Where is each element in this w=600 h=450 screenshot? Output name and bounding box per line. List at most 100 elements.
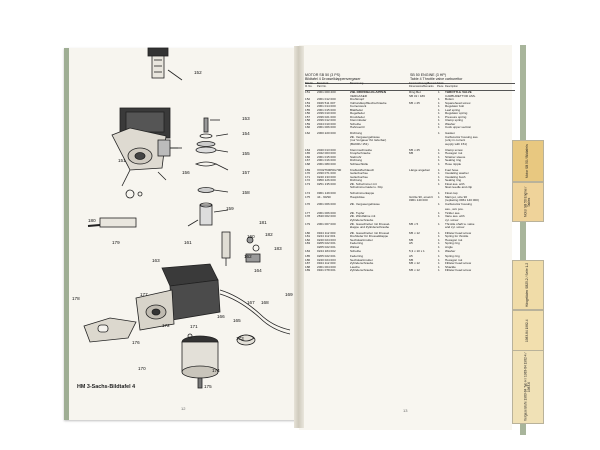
part-label: 179 xyxy=(112,240,120,245)
throttle-shaft-part xyxy=(87,189,143,228)
table-cell-de: Kraftstoffschlauch xyxy=(350,168,375,172)
table-cell-en: Tickler ass. xyxy=(445,211,461,215)
table-cell-de: Drehknopf xyxy=(350,98,365,102)
header-english-line1: SB 50 ENGINE (3 HP) xyxy=(410,73,446,77)
table-cell-no: 166 xyxy=(305,155,311,159)
table-cell-part: 2044 010 000 xyxy=(317,122,336,126)
table-cell-part: 0251 135 000 xyxy=(317,182,336,186)
table-cell-no: 154 xyxy=(305,105,311,109)
table-cell-qty: 1 xyxy=(438,269,440,273)
float-bowl-part xyxy=(181,333,256,379)
part-label: 159 xyxy=(226,206,234,211)
table-cell-remark: Ring Bel. xyxy=(409,91,422,94)
table-cell-en: Float ass. with xyxy=(445,182,465,186)
lower-housing-part xyxy=(135,263,291,335)
table-cell-qty: 1 xyxy=(438,172,440,176)
table-cell-part: 2061 015 000 xyxy=(317,155,336,159)
table-cell-en: Insulating bush xyxy=(445,175,466,179)
table-cell-en: ass., w/o pos. xyxy=(445,208,464,212)
header-german: MOTOR SB 50 (3 PS) Bildtafel 4 Drosselkl… xyxy=(305,73,361,81)
index-tab[interactable]: 1983-84 1982-4 xyxy=(512,310,544,352)
table-cell-no: 184 xyxy=(305,249,311,253)
table-cell-remark: M5 x 25 xyxy=(409,148,420,152)
spring-stack-part xyxy=(187,117,218,227)
table-cell-part: 2042 003 000 xyxy=(317,152,336,156)
part-label: 168 xyxy=(261,300,269,305)
part-label: 167 xyxy=(247,300,255,305)
table-cell-remark: M5 xyxy=(409,152,414,156)
table-cell-part: 0961 149 000 xyxy=(317,191,336,195)
table-cell-part: 2061 014 000 xyxy=(317,105,336,109)
table-row: (nur Vorgaser lfd. lieferbar)(only in cu… xyxy=(305,139,515,143)
right-page-edge-strip xyxy=(520,45,526,435)
index-tab[interactable]: Motor SB 50 Engine / Tables xyxy=(512,182,544,222)
table-cell-no: 172 xyxy=(305,179,311,183)
table-cell-de: Klemmschraube xyxy=(350,148,373,152)
table-cell-qty: 1 xyxy=(438,211,440,215)
part-label: 173 xyxy=(236,336,244,341)
table-cell-en: Carburettor housing ass. xyxy=(445,135,479,139)
table-cell-no: 178 xyxy=(305,215,311,219)
part-label: 175 xyxy=(204,384,212,389)
part-label: 156 xyxy=(182,170,190,175)
table-cell-en: Hexagon nut xyxy=(445,238,463,242)
index-tab[interactable]: Motor SB 50 / Bildtafeln xyxy=(512,140,544,182)
table-cell-part: 0244 184 002 xyxy=(317,249,336,253)
table-cell-qty: 1 xyxy=(438,222,440,226)
table-cell-de: Dichtung xyxy=(350,179,363,183)
table-cell-de: (BAKRU 151) xyxy=(350,142,369,146)
table-cell-remark: M5 x 25 xyxy=(409,101,420,105)
table-cell-qty: 1 xyxy=(438,168,440,172)
table-cell-qty: 1 xyxy=(438,195,440,199)
table-cell-en: Spring for throttle xyxy=(445,235,469,239)
table-cell-qty: 1 xyxy=(438,148,440,152)
index-tab[interactable]: Hängeläden SB25-2 / Seite 1-2 xyxy=(512,260,544,310)
table-cell-de: Zib. Vergasergehäuse xyxy=(350,135,380,139)
part-label: 182 xyxy=(265,232,273,237)
table-cell-de: Dichtung xyxy=(350,132,363,136)
header-english: SB 50 ENGINE (3 HP) Table 4 Throttle val… xyxy=(410,73,462,81)
table-cell-no: 162 xyxy=(305,132,311,136)
part-label: 163 xyxy=(152,258,160,263)
table-cell-no: 164 xyxy=(305,148,311,152)
table-cell-de: Scheibe xyxy=(350,122,362,126)
col-header-description: Description xyxy=(445,84,458,88)
left-page-number: 12 xyxy=(181,406,186,411)
table-cell-no: 189 xyxy=(305,269,311,273)
table-cell-qty: 1 xyxy=(438,246,440,249)
table-cell-en: Regulator bolt xyxy=(445,105,464,109)
table-cell-qty: 1 xyxy=(438,191,440,195)
table-cell-part: 0944 112 000 xyxy=(317,231,336,235)
table-cell-en: Fuel hose xyxy=(445,168,459,172)
part-label: 154 xyxy=(242,131,250,136)
table-cell-de: Zib. Tupfer xyxy=(350,211,365,215)
table-cell-en: Float cap xyxy=(445,191,458,195)
index-tab[interactable]: Vergaserstufe 1983-84 Typ H / 1983-84 19… xyxy=(512,350,544,424)
figure-caption: HM 3-Sachs-Bildtafel 4 xyxy=(77,384,136,390)
carburettor-exploded-view xyxy=(83,47,291,389)
table-cell-en: Vane ass. with xyxy=(445,215,465,219)
col-header-ill-no: Bild-Nr. xyxy=(305,82,314,85)
table-cell-qty: 1 xyxy=(438,108,440,112)
table-cell-no: 186 xyxy=(305,258,311,262)
table-cell-en: Sealing ring xyxy=(445,179,462,183)
book-spine xyxy=(294,46,304,428)
part-label: 183 xyxy=(274,246,282,251)
table-cell-qty: 1 xyxy=(438,179,440,183)
table-cell-en: Hose nipple xyxy=(445,162,462,166)
table-cell-qty: 1 xyxy=(438,152,440,156)
table-cell-part: 2630 002 000 xyxy=(317,215,336,219)
table-cell-en: Regulator spring xyxy=(445,112,468,116)
table-cell-no: 151 xyxy=(305,91,311,94)
